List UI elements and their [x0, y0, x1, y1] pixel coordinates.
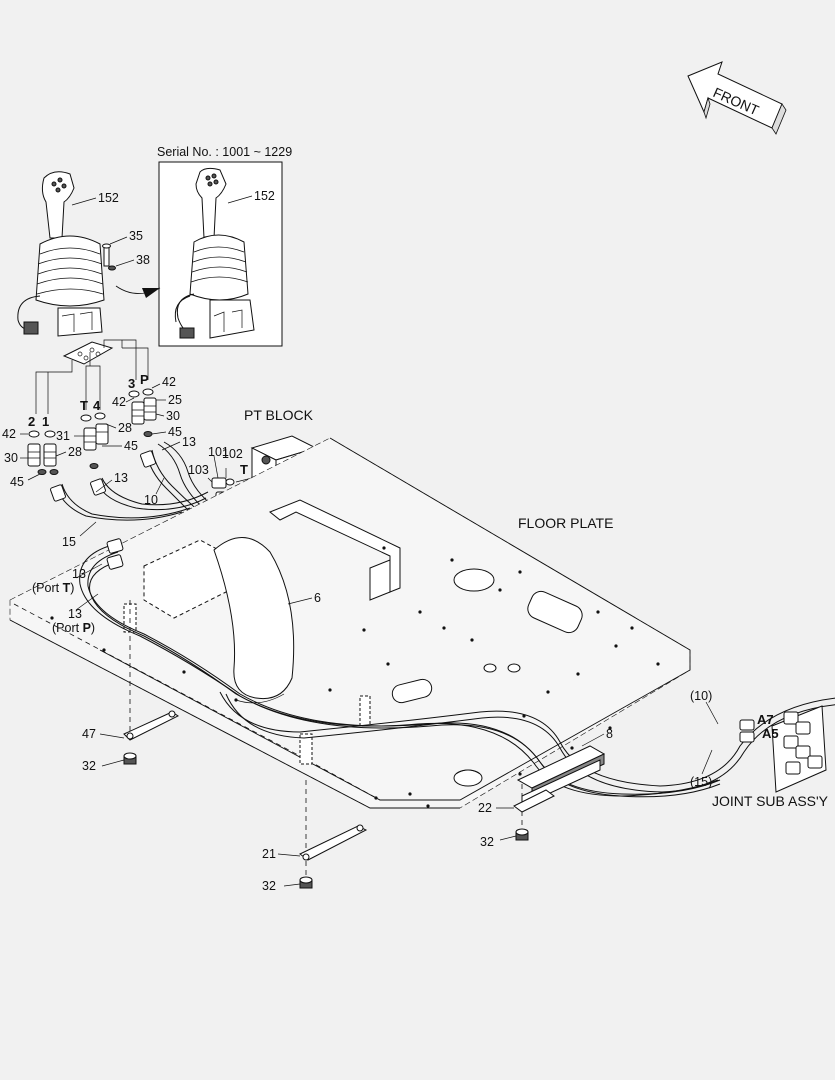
bracket-47-icon — [123, 600, 179, 765]
pt-block-label: PT BLOCK — [244, 407, 314, 423]
callout-152: 152 — [98, 191, 119, 205]
port-A5: A5 — [762, 726, 779, 741]
callout-42-mid: 42 — [112, 395, 126, 409]
front-arrow-icon: FRONT — [687, 61, 787, 135]
callout-31: 31 — [56, 429, 70, 443]
port-plate — [62, 341, 114, 365]
port-P-note-letter: P — [83, 621, 91, 635]
floor-plate — [9, 437, 691, 809]
callout-152-inset: 152 — [254, 189, 275, 203]
port-4: 4 — [93, 398, 101, 413]
callout-10: 10 — [144, 493, 158, 507]
callout-45-mid: 45 — [124, 439, 138, 453]
callout-6: 6 — [314, 591, 321, 605]
callout-21: 21 — [262, 847, 276, 861]
callout-32-b: 32 — [262, 879, 276, 893]
fittings-left-icon — [27, 430, 59, 475]
callout-28-left: 28 — [68, 445, 82, 459]
callout-38: 38 — [136, 253, 150, 267]
port-2: 2 — [28, 414, 35, 429]
callout-47: 47 — [82, 727, 96, 741]
callout-15: 15 — [62, 535, 76, 549]
callout-45-right: 45 — [168, 425, 182, 439]
port-P-note: (Port P) — [52, 621, 95, 635]
callout-102-a: 102 — [222, 447, 243, 461]
port-T-note: (Port T) — [32, 581, 74, 595]
joint-sub-assy-label: JOINT SUB ASS'Y — [712, 793, 829, 809]
port-T: T — [80, 398, 88, 413]
callout-22: 22 — [478, 801, 492, 815]
long-hoses — [79, 538, 835, 798]
callout-35: 35 — [129, 229, 143, 243]
callout-30-left: 30 — [4, 451, 18, 465]
callout-13-d: 13 — [68, 607, 82, 621]
hose-protector — [213, 537, 295, 704]
port-A7: A7 — [757, 712, 774, 727]
port-P-note-close: ) — [91, 621, 95, 635]
port-T-note-open: (Port — [32, 581, 63, 595]
callout-45-left: 45 — [10, 475, 24, 489]
callout-32-c: 32 — [480, 835, 494, 849]
port-P: P — [140, 372, 149, 387]
callout-103-a: 103 — [188, 463, 209, 477]
callout-13-b: 13 — [182, 435, 196, 449]
port-1: 1 — [42, 414, 49, 429]
callout-13-c: 13 — [72, 567, 86, 581]
bolt-icon — [102, 243, 116, 271]
bracket-22-icon — [513, 784, 555, 841]
callout-28-mid: 28 — [118, 421, 132, 435]
floor-plate-label: FLOOR PLATE — [518, 515, 613, 531]
bracket-21-icon — [299, 780, 368, 889]
fittings-middle-icon — [80, 412, 109, 469]
callout-25: 25 — [168, 393, 182, 407]
callout-42-right: 42 — [162, 375, 176, 389]
callout-101-a: 101 — [208, 445, 229, 459]
callout-32-a: 32 — [82, 759, 96, 773]
port-T-note-close: ) — [70, 581, 74, 595]
joystick-inset-icon — [174, 167, 255, 339]
fittings-right-icon — [128, 388, 157, 437]
callout-13-a: 13 — [114, 471, 128, 485]
port-3: 3 — [128, 376, 135, 391]
callout-42-left: 42 — [2, 427, 16, 441]
callout-15-paren: (15) — [690, 775, 712, 789]
callout-10-paren: (10) — [690, 689, 712, 703]
block-port-T: T — [240, 462, 248, 477]
callout-8: 8 — [606, 727, 613, 741]
joystick-main-icon — [17, 171, 105, 337]
hose-bundle — [50, 441, 219, 529]
callout-30-right: 30 — [166, 409, 180, 423]
port-T-note-letter: T — [63, 581, 71, 595]
joint-block-icon — [739, 705, 827, 793]
serial-label: Serial No. : 1001 ~ 1229 — [157, 145, 292, 159]
port-P-note-open: (Port — [52, 621, 83, 635]
